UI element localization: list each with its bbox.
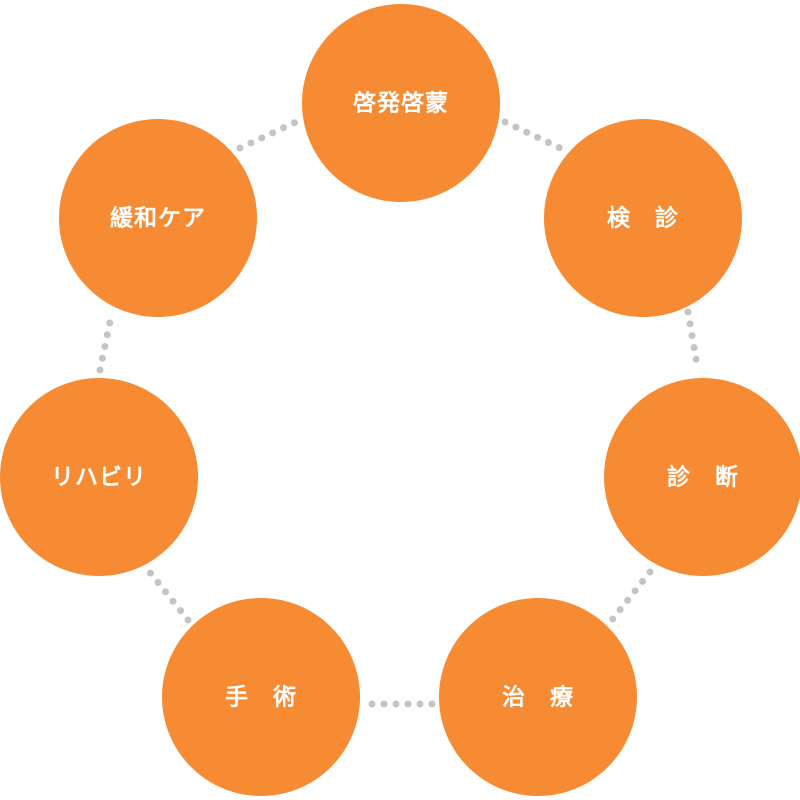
- node-kanwa: 緩和ケア: [59, 119, 257, 317]
- node-kenshin: 検 診: [544, 119, 742, 317]
- node-label: リハビリ: [51, 465, 147, 491]
- node-shujutsu: 手 術: [162, 598, 360, 796]
- node-shindan: 診 断: [604, 378, 800, 576]
- node-label: 診 断: [667, 464, 739, 491]
- connector-keihatsu-kenshin: [501, 118, 564, 152]
- node-circle: [544, 119, 742, 317]
- node-circle: [162, 598, 360, 796]
- node-circle: [302, 4, 500, 202]
- node-label: 検 診: [607, 205, 679, 232]
- node-circle: [604, 378, 800, 576]
- connector-shujutsu-rehabili: [144, 566, 192, 624]
- connector-rehabili-kanwa: [96, 308, 116, 374]
- node-label: 緩和ケア: [110, 205, 206, 232]
- connector-kanwa-keihatsu: [236, 118, 300, 152]
- node-label: 治 療: [502, 684, 574, 711]
- node-circle: [439, 598, 637, 796]
- connector-kenshin-shindan: [684, 308, 702, 374]
- node-label: 手 術: [225, 684, 297, 711]
- node-rehabili: リハビリ: [0, 378, 198, 576]
- connectors: [96, 118, 702, 708]
- node-keihatsu: 啓発啓蒙: [302, 4, 500, 202]
- node-circle: [0, 378, 198, 576]
- node-label: 啓発啓蒙: [353, 90, 449, 117]
- node-chiryo: 治 療: [439, 598, 637, 796]
- node-circle: [59, 119, 257, 317]
- connector-shindan-chiryo: [608, 568, 654, 624]
